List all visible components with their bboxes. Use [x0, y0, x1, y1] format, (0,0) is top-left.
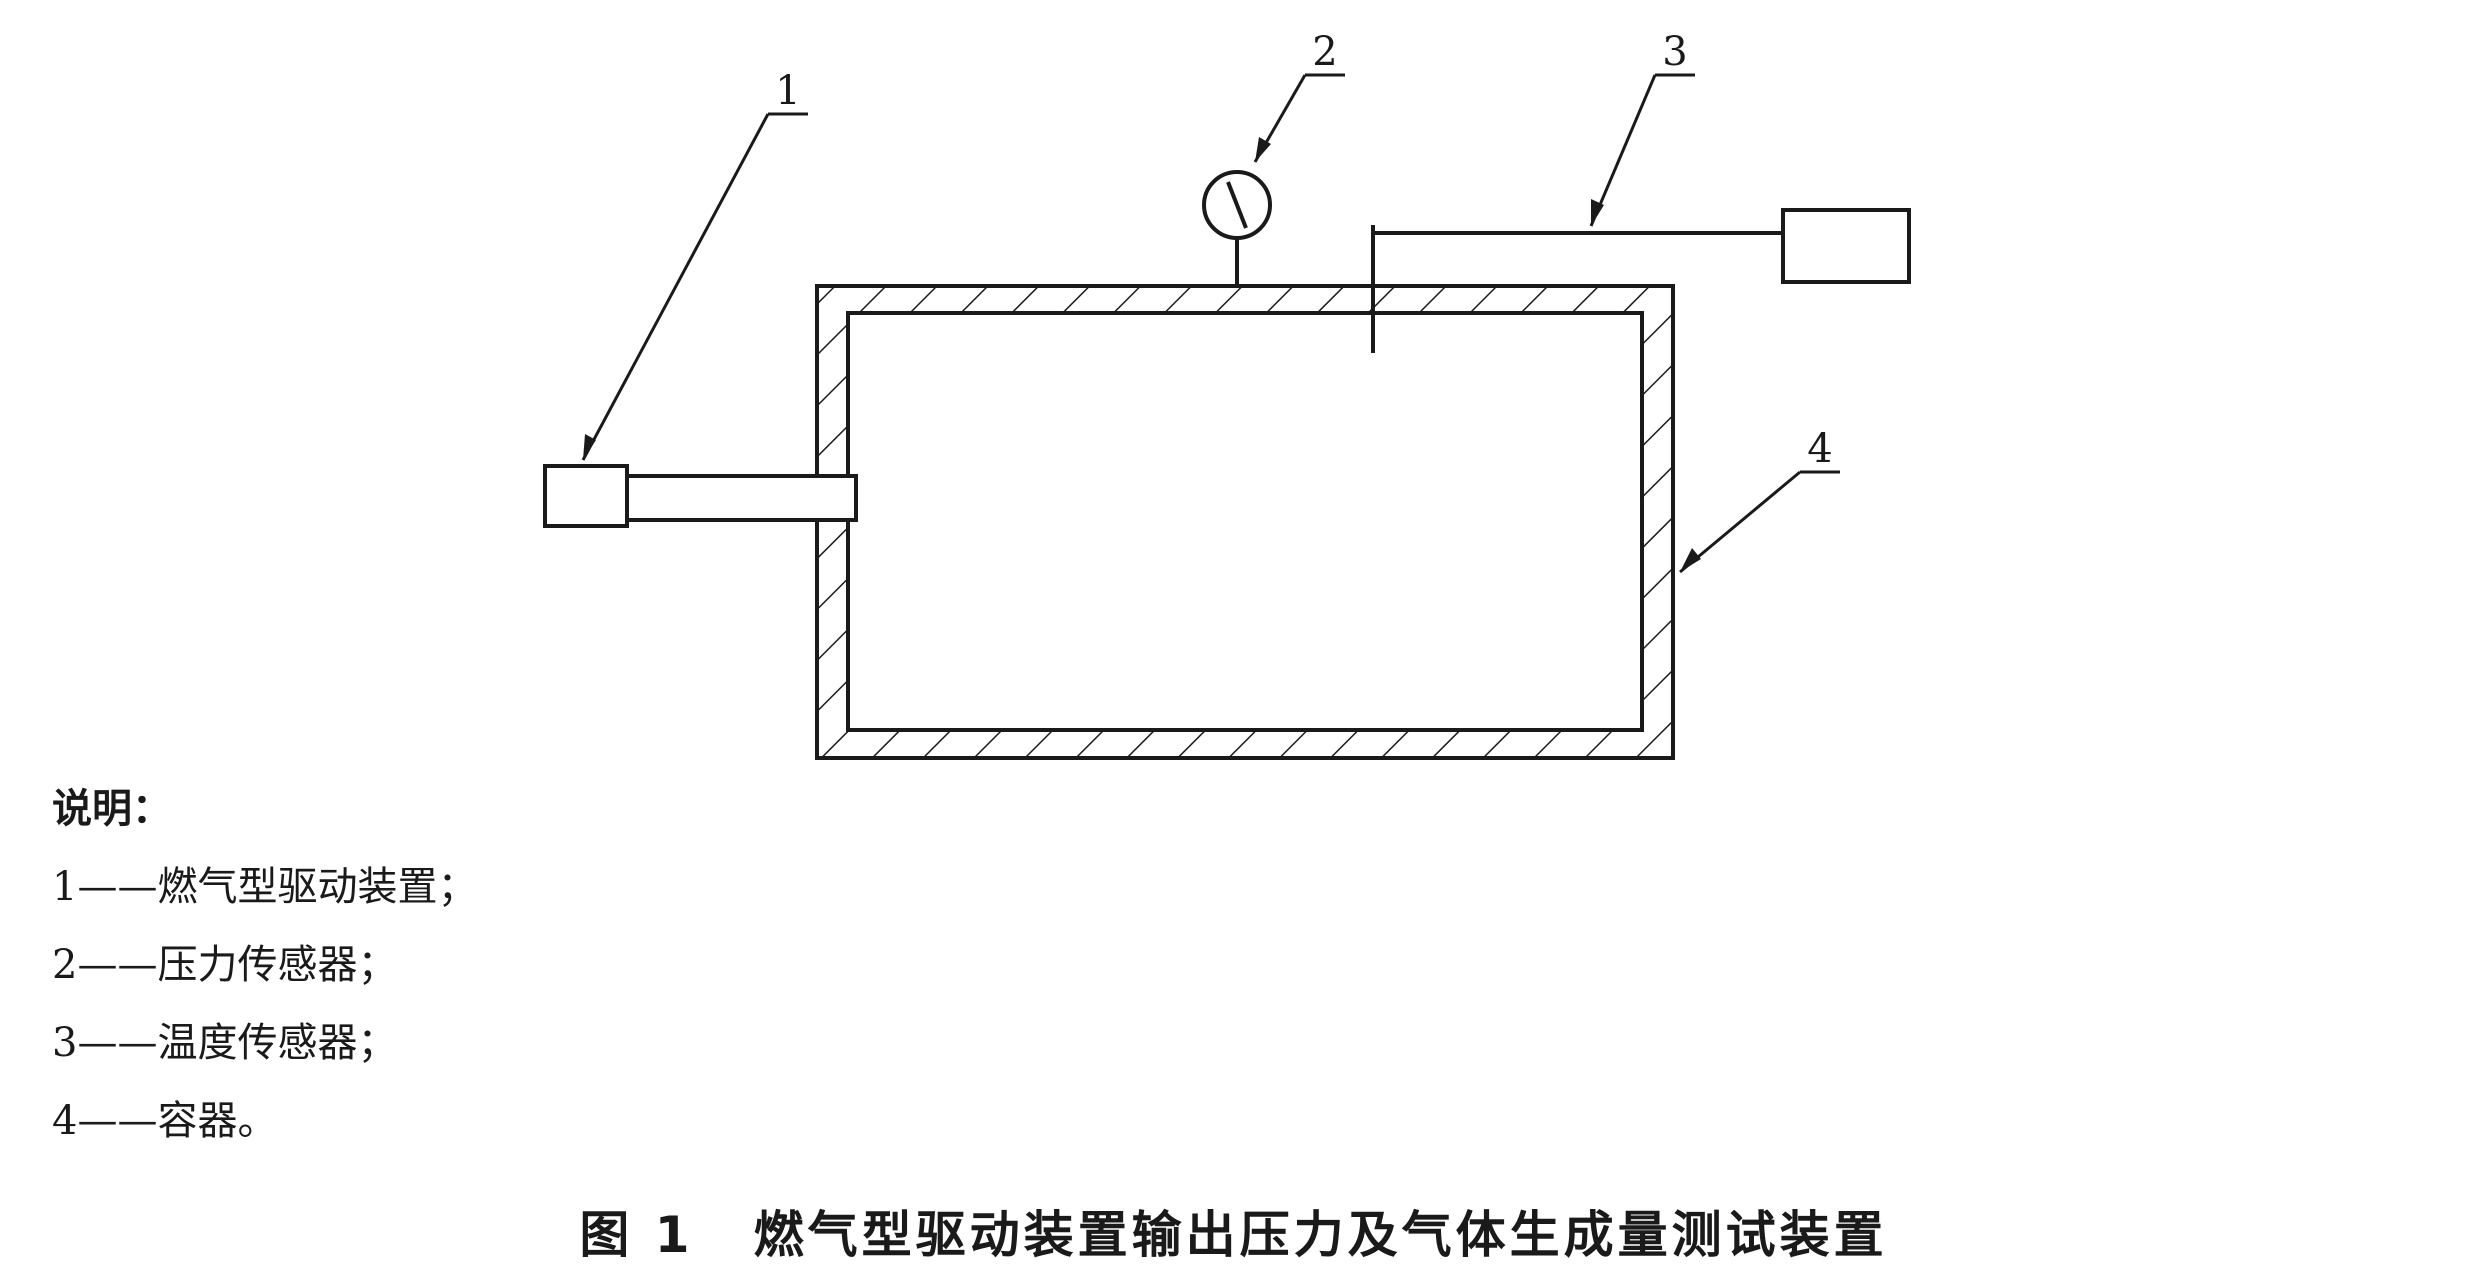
pressure-sensor: [1202, 170, 1272, 286]
legend-item-2: 2——压力传感器；: [52, 942, 398, 988]
callout-3-label: 3: [1662, 29, 1687, 75]
container-inner-wall: [846, 311, 1644, 732]
callout-4-leader: [1679, 470, 1840, 574]
drive-device-body: [543, 464, 629, 528]
callout-1-arrowhead: [583, 434, 596, 460]
drive-device-tube: [625, 474, 858, 522]
callout-2-arrowhead: [1255, 137, 1271, 162]
legend-item-4: 4——容器。: [52, 1098, 278, 1144]
legend: 说明： 1——燃气型驱动装置； 2——压力传感器； 3——温度传感器； 4——容…: [52, 770, 477, 1160]
callout-3-arrowhead: [1591, 199, 1604, 226]
callout-2-leader: [1253, 73, 1345, 163]
callout-1-label: 1: [775, 68, 800, 114]
callout-1-leader: [581, 112, 808, 461]
container-vessel: [815, 284, 1675, 760]
legend-heading: 说明：: [52, 786, 172, 832]
callout-3-leader: [1589, 73, 1695, 227]
callout-4-label: 4: [1807, 426, 1832, 472]
legend-item-3: 3——温度传感器；: [52, 1020, 398, 1066]
figure-title: 燃气型驱动装置输出压力及气体生成量测试装置: [753, 1206, 1888, 1264]
gas-drive-device: [543, 464, 858, 528]
container-wall-hatch: [817, 286, 1673, 758]
callout-4-arrowhead: [1680, 548, 1701, 572]
figure-number: 图 1: [579, 1206, 694, 1264]
callout-2-label: 2: [1312, 29, 1337, 75]
pressure-gauge-needle: [1226, 181, 1248, 229]
temperature-recorder-box: [1781, 208, 1911, 284]
container-outer-wall: [815, 284, 1675, 760]
figure-caption: 图 1 燃气型驱动装置输出压力及气体生成量测试装置: [0, 1195, 2467, 1267]
legend-item-1: 1——燃气型驱动装置；: [52, 864, 478, 910]
temperature-sensor: [1371, 208, 1911, 353]
